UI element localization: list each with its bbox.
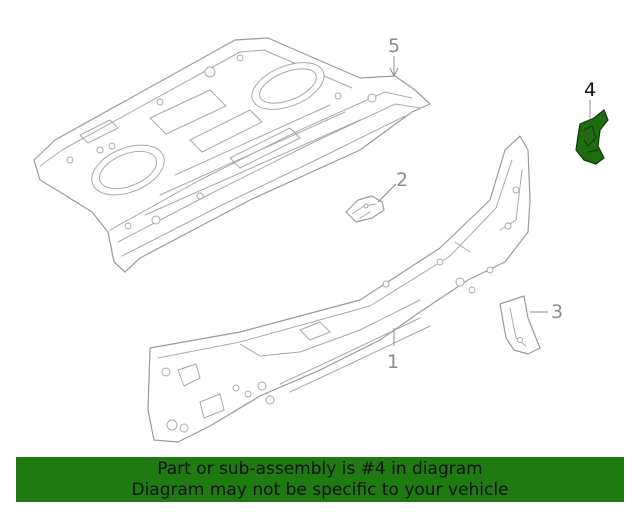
leader-lines (377, 56, 591, 346)
callout-3: 3 (551, 301, 563, 323)
part-1-rear-panel (147, 135, 531, 443)
banner-line-1: Part or sub-assembly is #4 in diagram (157, 459, 483, 479)
callout-5: 5 (388, 35, 400, 57)
info-banner: Part or sub-assembly is #4 in diagram Di… (16, 457, 624, 502)
callout-1: 1 (387, 351, 399, 373)
leader-line-2 (377, 183, 397, 203)
part-2-bracket (345, 195, 385, 223)
banner-line-2: Diagram may not be specific to your vehi… (131, 480, 509, 500)
part-5-package-tray (33, 37, 431, 273)
part-4-highlighted-bracket (575, 109, 609, 165)
callout-4: 4 (584, 79, 596, 101)
leader-arrow-5 (389, 67, 399, 78)
part-3-side-bracket (499, 295, 541, 355)
callout-2: 2 (396, 169, 408, 191)
